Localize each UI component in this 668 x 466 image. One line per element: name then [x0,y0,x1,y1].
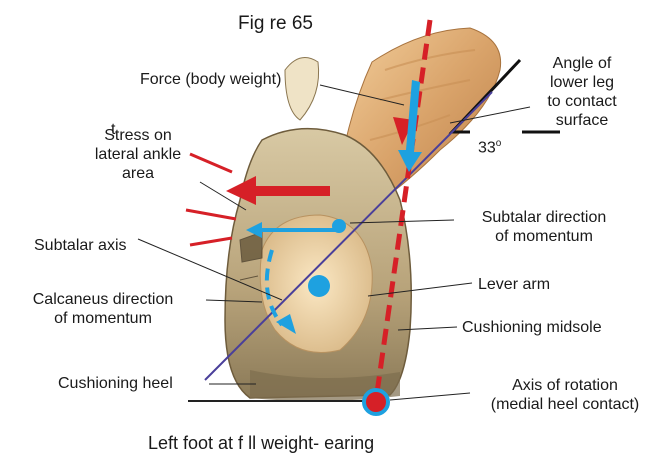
stress-arrow-1 [190,154,232,172]
ground-line [188,400,363,402]
subtalar-direction-line1: Subtalar direction [455,208,633,227]
angle-label-line3: to contact [528,92,636,111]
angle-label-line1: Angle of [528,54,636,73]
stress-arrow-3 [190,238,232,245]
force-label: Force (body weight) [140,70,281,89]
cushioning-midsole-label: Cushioning midsole [462,318,602,337]
figure-title: Fig re 65 [238,14,313,33]
stress-label-line2: lateral ankle [80,145,196,164]
angle-label: Angle of lower leg to contact surface [528,54,636,130]
axis-of-rotation-marker [364,390,388,414]
stress-arrow-2 [186,210,236,219]
lever-arm-label: Lever arm [478,275,550,294]
angle-label-line4: surface [528,111,636,130]
subtalar-direction-line2: of momentum [455,227,633,246]
angle-value-number: 33 [478,139,496,156]
subtalar-axis-point [332,219,346,233]
cushioning-heel-label: Cushioning heel [58,374,173,393]
stress-label: Stress on lateral ankle area [80,126,196,183]
angle-value: 33o [478,134,501,157]
calcaneus-label-line1: Calcaneus direction [8,290,198,309]
calcaneus-label: Calcaneus direction of momentum [8,290,198,328]
subtalar-axis-label: Subtalar axis [34,236,127,255]
figure-caption: Left foot at f ll weight- earing [148,434,374,453]
shoe-collar [285,58,319,121]
axis-rotation-label: Axis of rotation (medial heel contact) [470,376,660,414]
axis-rotation-line1: Axis of rotation [470,376,660,395]
calcaneus-label-line2: of momentum [8,309,198,328]
stress-label-line1: Stress on [80,126,196,145]
angle-label-line2: lower leg [528,73,636,92]
calcaneus-center [308,275,330,297]
subtalar-direction-label: Subtalar direction of momentum [455,208,633,246]
axis-rotation-line2: (medial heel contact) [470,395,660,414]
angle-value-unit: o [496,138,502,149]
stress-label-line3: area [80,164,196,183]
